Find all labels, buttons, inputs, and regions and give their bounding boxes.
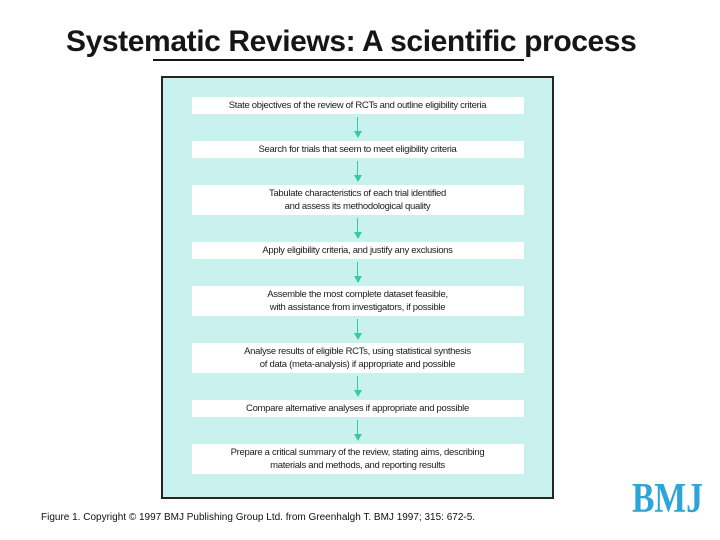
- flow-step-text: Compare alternative analyses if appropri…: [246, 403, 469, 414]
- flow-step-text: materials and methods, and reporting res…: [270, 460, 445, 471]
- down-arrow-icon: [353, 158, 362, 185]
- flow-step-7: Compare alternative analyses if appropri…: [191, 400, 524, 417]
- flowchart-panel: State objectives of the review of RCTs a…: [161, 76, 554, 499]
- bmj-logo: BMJ: [632, 476, 703, 522]
- down-arrow-icon: [353, 215, 362, 242]
- flow-step-text: with assistance from investigators, if p…: [269, 302, 446, 313]
- flow-step-text: State objectives of the review of RCTs a…: [228, 100, 487, 111]
- flow-step-text: Tabulate characteristics of each trial i…: [269, 188, 446, 199]
- figure-caption: Figure 1. Copyright © 1997 BMJ Publishin…: [41, 512, 476, 523]
- title-underline: [153, 59, 524, 61]
- flow-step-text: Prepare a critical summary of the review…: [230, 447, 485, 458]
- flow-step-text: Analyse results of eligible RCTs, using …: [244, 346, 471, 357]
- flow-step-text: of data (meta-analysis) if appropriate a…: [259, 359, 456, 370]
- page-title: Systematic Reviews: A scientific process: [66, 25, 637, 58]
- down-arrow-icon: [353, 114, 362, 141]
- down-arrow-icon: [353, 316, 362, 343]
- flow-step-2: Search for trials that seem to meet elig…: [191, 141, 524, 158]
- flow-step-6: Analyse results of eligible RCTs, using …: [191, 343, 524, 373]
- flow-step-text: Assemble the most complete dataset feasi…: [267, 289, 448, 300]
- flow-step-text: Apply eligibility criteria, and justify …: [262, 245, 453, 256]
- flow-step-8: Prepare a critical summary of the review…: [191, 444, 524, 474]
- flow-step-text: Search for trials that seem to meet elig…: [258, 144, 457, 155]
- down-arrow-icon: [353, 417, 362, 444]
- down-arrow-icon: [353, 259, 362, 286]
- flow-step-1: State objectives of the review of RCTs a…: [191, 97, 524, 114]
- down-arrow-icon: [353, 373, 362, 400]
- flow-step-5: Assemble the most complete dataset feasi…: [191, 286, 524, 316]
- flow-step-3: Tabulate characteristics of each trial i…: [191, 185, 524, 215]
- flow-step-text: and assess its methodological quality: [284, 201, 431, 212]
- flow-step-4: Apply eligibility criteria, and justify …: [191, 242, 524, 259]
